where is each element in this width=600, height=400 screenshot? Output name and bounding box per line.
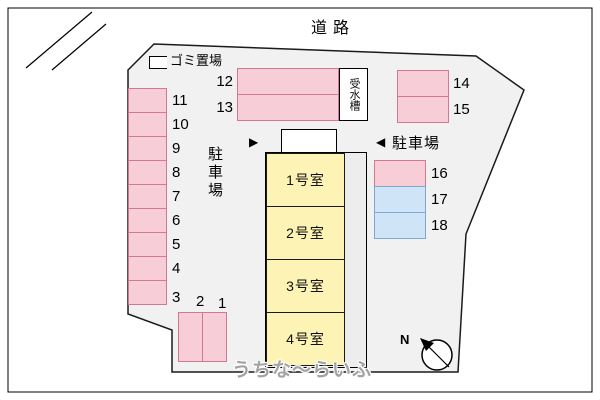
parking-space-17 bbox=[374, 186, 426, 213]
parking-area-right-label: 駐車場 bbox=[392, 135, 441, 152]
parking-space-1 bbox=[202, 312, 227, 362]
parking-space-11 bbox=[128, 88, 167, 113]
space-number: 13 bbox=[216, 99, 233, 116]
parking-space-10 bbox=[128, 112, 167, 137]
parking-space-4 bbox=[128, 256, 167, 281]
parking-space-13 bbox=[237, 94, 339, 121]
parking-space-9 bbox=[128, 136, 167, 161]
space-number: 1 bbox=[218, 295, 227, 312]
road-edge-line-2 bbox=[51, 23, 107, 71]
room-1: 1号室 bbox=[266, 153, 345, 207]
room-3: 3号室 bbox=[266, 259, 345, 313]
building-outline: 1号室 2号室 3号室 4号室 bbox=[265, 152, 367, 368]
space-number: 17 bbox=[431, 191, 448, 208]
parking-space-3 bbox=[128, 280, 167, 305]
space-number: 8 bbox=[172, 164, 181, 181]
space-number: 3 bbox=[172, 289, 181, 306]
parking-space-7 bbox=[128, 184, 167, 209]
parking-space-16 bbox=[374, 160, 426, 187]
space-number: 18 bbox=[431, 217, 448, 234]
north-label: N bbox=[400, 332, 410, 347]
space-number: 4 bbox=[172, 260, 181, 277]
parking-space-6 bbox=[128, 208, 167, 233]
parking-space-12 bbox=[237, 68, 339, 95]
space-number: 12 bbox=[216, 73, 233, 90]
compass bbox=[420, 338, 453, 371]
room-4: 4号室 bbox=[266, 312, 345, 366]
compass-needle-head bbox=[420, 338, 434, 351]
space-number: 14 bbox=[453, 75, 470, 92]
building-entrance-box bbox=[281, 129, 337, 154]
water-tank-box: 受水槽 bbox=[339, 68, 368, 121]
space-number: 15 bbox=[453, 101, 470, 118]
garbage-area-marker bbox=[149, 56, 167, 69]
parking-space-2 bbox=[178, 312, 203, 362]
parking-space-15 bbox=[397, 96, 449, 123]
parking-space-8 bbox=[128, 160, 167, 185]
arrow-left-icon: ◀ bbox=[376, 135, 386, 149]
arrow-right-icon: ▶ bbox=[249, 135, 259, 149]
water-tank-label: 受水槽 bbox=[348, 78, 360, 111]
plan-frame bbox=[7, 7, 593, 393]
room-2: 2号室 bbox=[266, 206, 345, 260]
road-edge-line bbox=[25, 11, 93, 69]
space-number: 16 bbox=[431, 165, 448, 182]
space-number: 11 bbox=[172, 92, 188, 109]
space-number: 6 bbox=[172, 212, 181, 229]
parking-space-14 bbox=[397, 70, 449, 97]
parking-area-left-label: 駐車場 bbox=[206, 146, 223, 200]
parking-space-5 bbox=[128, 232, 167, 257]
space-number: 9 bbox=[172, 140, 181, 157]
space-number: 5 bbox=[172, 236, 181, 253]
road-label: 道路 bbox=[311, 20, 356, 37]
watermark: うちな～らいふ bbox=[232, 360, 373, 381]
space-number: 2 bbox=[196, 293, 205, 310]
parking-space-18 bbox=[374, 212, 426, 239]
garbage-area-label: ゴミ置場 bbox=[170, 53, 223, 68]
space-number: 10 bbox=[172, 116, 189, 133]
space-number: 7 bbox=[172, 188, 181, 205]
